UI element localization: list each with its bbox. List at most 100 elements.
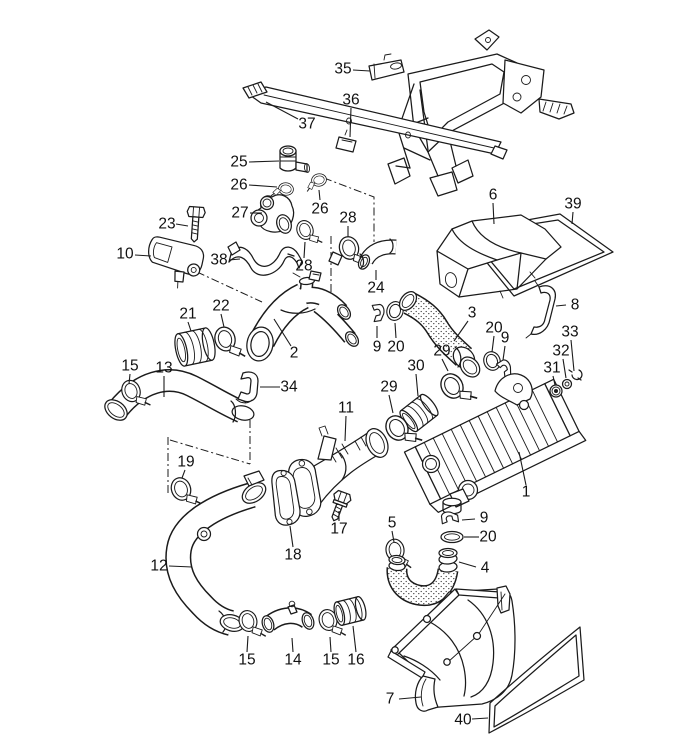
- part-gasket-18: [271, 469, 301, 526]
- callout-c9c: 9: [480, 510, 489, 527]
- callout-c26b: 26: [311, 201, 328, 218]
- part-bracket-8: [525, 280, 556, 339]
- leader-line-c9b: [502, 345, 506, 361]
- callout-c11: 11: [338, 400, 354, 417]
- leader-line-c21: [187, 321, 192, 332]
- leader-line-c7: [398, 696, 422, 700]
- part-sleeve-16: [333, 596, 367, 626]
- part-valve-25: [279, 145, 311, 173]
- part-turbo-pipe-11: [288, 425, 389, 517]
- leader-line-c39: [571, 211, 574, 225]
- callout-c2: 2: [290, 345, 299, 362]
- callout-c30: 30: [407, 358, 425, 375]
- leader-line-c15b: [246, 635, 249, 653]
- part-oring-20c: [440, 530, 464, 544]
- part-sleeve-21: [174, 327, 216, 367]
- part-bracket-38: [227, 241, 303, 276]
- leader-line-c12: [168, 565, 193, 568]
- part-oring-20b: [480, 348, 504, 374]
- leader-line-c30: [415, 373, 419, 397]
- leader-line-c32: [562, 358, 567, 379]
- callout-c20a: 20: [387, 339, 405, 356]
- callout-c33: 33: [561, 324, 578, 341]
- leader-line-c33: [570, 339, 575, 372]
- leader-line-c40: [471, 717, 489, 720]
- callout-c3: 3: [468, 305, 477, 322]
- part-pipe-stub: [442, 497, 462, 515]
- part-seal-40: [488, 626, 585, 734]
- assembly-reference-lines: [167, 177, 375, 496]
- part-washer-32: [561, 378, 573, 390]
- callout-c28a: 28: [339, 210, 356, 227]
- callout-c23: 23: [158, 216, 175, 233]
- leader-line-c25: [248, 160, 280, 163]
- leader-line-c22: [220, 313, 225, 328]
- callout-c20b: 20: [485, 320, 503, 337]
- leader-line-c26b: [318, 189, 321, 201]
- leader-line-c29b: [388, 394, 394, 414]
- callout-c17: 17: [330, 521, 347, 538]
- leader-line-c18: [289, 525, 294, 548]
- callout-c26a: 26: [230, 177, 247, 194]
- callout-c7: 7: [386, 691, 395, 708]
- part-clamp-26b: [303, 172, 329, 193]
- callout-c32: 32: [552, 343, 569, 360]
- leader-line-c35: [352, 69, 371, 72]
- callout-c38: 38: [210, 252, 227, 269]
- callout-c1: 1: [522, 484, 531, 501]
- part-elbow-27: [250, 194, 295, 234]
- leader-line-c31: [552, 375, 556, 386]
- leader-line-c28b: [303, 241, 306, 259]
- part-circlip-33: [568, 369, 583, 381]
- leader-lines: [128, 69, 575, 720]
- leader-line-c20a: [394, 322, 397, 339]
- callout-c25: 25: [230, 154, 247, 171]
- part-clamp-22: [211, 322, 246, 364]
- callout-c29a: 29: [433, 343, 450, 360]
- part-corrugated-hose-4: [386, 547, 459, 607]
- callout-c9a: 9: [373, 339, 382, 356]
- callout-c9b: 9: [501, 330, 510, 347]
- part-hose-12: [165, 470, 267, 636]
- part-clamp-15b: [236, 606, 267, 643]
- callout-c22: 22: [212, 298, 229, 315]
- callout-c24: 24: [367, 280, 385, 297]
- callout-c20c: 20: [479, 529, 497, 546]
- part-clip-34: [235, 371, 259, 404]
- callout-c5: 5: [388, 515, 397, 532]
- callout-c40: 40: [454, 712, 472, 729]
- callout-c12: 12: [150, 558, 167, 575]
- callout-c29b: 29: [380, 379, 397, 396]
- callout-c27: 27: [231, 205, 248, 222]
- callout-c19: 19: [177, 454, 194, 471]
- callout-c18: 18: [284, 547, 301, 564]
- callout-c15b: 15: [238, 652, 255, 669]
- leader-line-c15c: [329, 636, 332, 653]
- leader-line-c1: [518, 451, 527, 486]
- callout-c4: 4: [481, 560, 490, 577]
- part-hose-14: [261, 600, 315, 633]
- leader-line-c37: [265, 101, 299, 120]
- callout-c8: 8: [571, 297, 580, 314]
- callout-c14: 14: [284, 652, 302, 669]
- part-clip-36: [335, 129, 357, 153]
- leader-line-c6: [492, 202, 495, 225]
- part-corrugated-hose-3: [398, 291, 481, 378]
- leader-line-c23: [175, 223, 189, 227]
- callout-c15a: 15: [121, 358, 138, 375]
- leader-line-c19: [181, 469, 186, 479]
- part-intercooler-1: [403, 373, 587, 513]
- leader-line-c14: [291, 637, 294, 653]
- part-frame-mount-35: [368, 53, 405, 81]
- leader-line-c4: [458, 561, 477, 568]
- callout-c37: 37: [298, 116, 315, 133]
- callout-c35: 35: [334, 61, 351, 78]
- leader-line-c36: [349, 107, 352, 138]
- callout-c6: 6: [489, 187, 498, 204]
- leader-line-c8: [555, 304, 567, 307]
- leader-line-c29a: [441, 358, 449, 372]
- callout-c21: 21: [179, 306, 196, 323]
